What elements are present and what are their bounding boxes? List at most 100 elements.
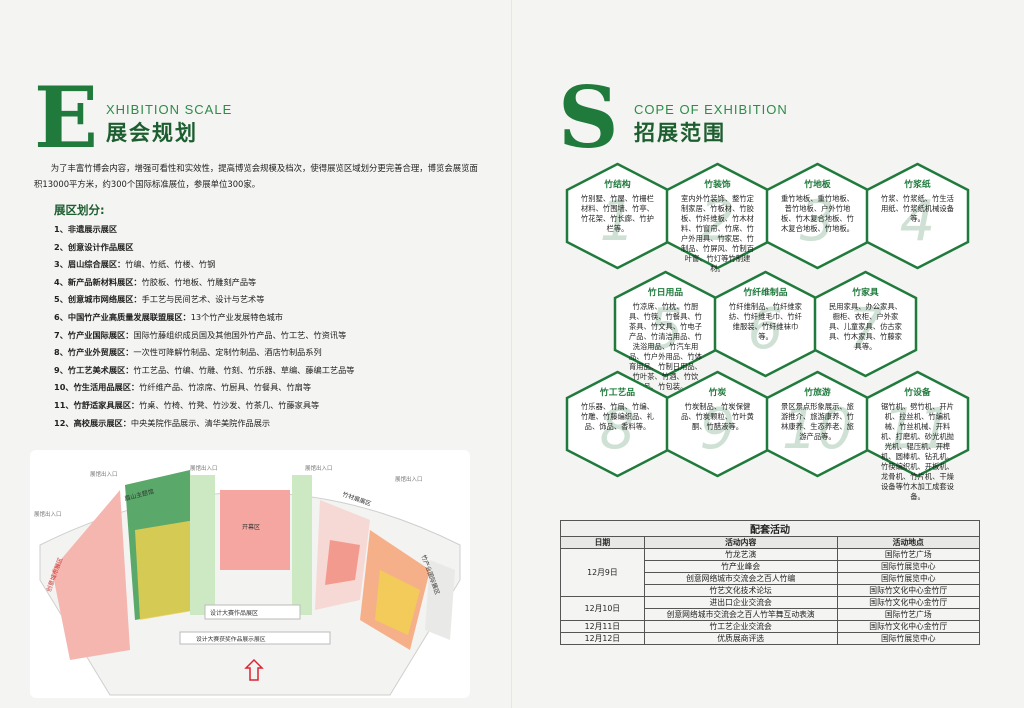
activity-location: 国际竹艺广场: [836, 548, 981, 561]
hex-title: 竹地板: [804, 180, 831, 190]
left-page: E XHIBITION SCALE 展会规划 为了丰富竹博会内容，增强可看性和实…: [30, 68, 478, 698]
hex-title: 竹日用品: [647, 288, 684, 298]
zone-name: 8、竹产业外贸展区：: [54, 347, 134, 358]
activity-content: 竹工艺企业交流会: [643, 620, 838, 633]
zone-item: 8、竹产业外贸展区：一次性可降解竹制品、定制竹制品、酒店竹制品系列: [54, 346, 322, 358]
zone-desc: 竹工艺品、竹编、竹雕、竹刻、竹乐器、草编、藤编工艺品等: [133, 364, 355, 375]
hex-number: 3: [799, 189, 836, 254]
activity-location: 国际竹文化中心金竹厅: [836, 584, 981, 597]
activity-location: 国际竹艺广场: [836, 608, 981, 621]
activity-row: 12月12日优质展商评选国际竹展览中心: [560, 632, 981, 645]
exhibition-scale-en: XHIBITION SCALE: [106, 102, 233, 117]
hex-title: 竹结构: [604, 180, 631, 190]
zone-desc: 竹编、竹纸、竹楼、竹钢: [125, 259, 216, 270]
map-label-entrance-4: 展馆出入口: [395, 477, 423, 483]
zone-item: 10、竹生活用品展区：竹纤维产品、竹凉席、竹厨具、竹餐具、竹扇等: [54, 381, 311, 393]
zone-name: 3、眉山综合展区：: [54, 259, 126, 270]
activity-date: 12月11日: [560, 620, 645, 633]
map-label-entrance-1: 展馆出入口: [90, 472, 118, 478]
map-label-design: 设计大赛作品展区: [210, 610, 259, 617]
zone-name: 10、竹生活用品展区：: [54, 382, 140, 393]
exhibition-scale-letter: E: [34, 68, 99, 167]
hex-title: 竹炭: [708, 388, 727, 398]
zone-desc: 一次性可降解竹制品、定制竹制品、酒店竹制品系列: [133, 347, 322, 358]
zone-name: 4、新产品新材料展区：: [54, 276, 142, 287]
hex-title: 竹浆纸: [904, 180, 931, 190]
hex-text: 竹浆、竹浆纸、竹生活用纸、竹浆纸机械设备等。: [881, 194, 954, 223]
activity-date: 12月12日: [560, 632, 645, 645]
zone-name: 6、中国竹产业高质量发展联盟展区：: [54, 312, 191, 322]
activity-content: 竹艺文化技术论坛: [643, 584, 838, 597]
zone-desc: 竹桌、竹椅、竹凳、竹沙发、竹茶几、竹藤家具等: [139, 400, 320, 410]
entrance-arrow-icon: [244, 658, 264, 681]
center-zone: [220, 490, 290, 570]
hex-number: 6: [747, 297, 784, 362]
hex-number: 8: [599, 397, 636, 462]
page-spine: [511, 0, 513, 708]
zone-item: 1、非遗展示展区: [54, 223, 117, 235]
zone-desc: 国际竹藤组织成员国及其他国外竹产品、竹工艺、竹资讯等: [133, 329, 347, 340]
hex-text: 竹凉席、竹枕、竹厨具、竹筷、竹餐具、竹茶具、竹文具、竹电子产品、竹清洁用品、竹洗…: [629, 302, 702, 391]
zone-desc: 竹纤维产品、竹凉席、竹厨具、竹餐具、竹扇等: [139, 382, 312, 393]
hex-title: 竹工艺品: [599, 388, 636, 398]
hex-title: 竹纤维制品: [743, 288, 788, 298]
activities-caption: 配套活动: [560, 520, 980, 537]
hex-title: 竹设备: [904, 388, 931, 398]
hex-number: 2: [699, 189, 736, 254]
header-content: 活动内容: [643, 536, 838, 549]
hex-number: 7: [847, 297, 884, 362]
hex-number: 10: [781, 397, 854, 462]
zone-item: 4、新产品新材料展区：竹胶板、竹地板、竹雕刻产品等: [54, 276, 256, 288]
hex-text: 竹别墅、竹屋、竹栅栏材料、竹围墙、竹亭、竹花架、竹长廊、竹护栏等。: [581, 194, 654, 233]
activities-table: 配套活动 日期 活动内容 活动地点 12月9日竹龙艺演国际竹艺广场竹产业峰会国际…: [560, 520, 981, 645]
hex-text: 竹乐器、竹扇、竹编、竹雕、竹藤编织品、礼品、饰品、香料等。: [581, 402, 654, 431]
hex-text: 景区景点形象展示、旅游推介、旅游康养、竹林康养、生态养老、旅游产品等。: [781, 402, 854, 441]
activity-content: 创意网络城市交流会之百人竹编: [643, 572, 838, 585]
zone-name: 5、创意城市网络展区：: [54, 294, 142, 305]
hex-number: 1: [599, 189, 636, 254]
activity-location: 国际竹展览中心: [836, 560, 981, 573]
scope-en: COPE OF EXHIBITION: [634, 102, 788, 117]
hex-title: 竹装饰: [704, 180, 731, 190]
zone-item: 12、高校展示展区：中央美院作品展示、清华美院作品展示: [54, 417, 270, 429]
hex-text: 民用家具、办公家具、橱柜、衣柜、户外家具、儿童家具、仿古家具、竹木家具、竹藤家具…: [829, 302, 902, 351]
zone-desc: 中央美院作品展示、清华美院作品展示: [130, 417, 271, 428]
hex-text: 竹炭制品、竹炭保健品、竹炭颗粒、竹叶黄酮、竹醋液等。: [681, 402, 754, 431]
zone-desc: 竹胶板、竹地板、竹雕刻产品等: [141, 276, 257, 287]
hex-title: 竹家具: [852, 288, 879, 298]
map-label-entrance-3: 展馆出入口: [305, 466, 333, 472]
zone-desc: 手工艺与民间艺术、设计与艺术等: [141, 294, 265, 305]
zone-item: 3、眉山综合展区：竹编、竹纸、竹楼、竹钢: [54, 258, 215, 270]
hex-title: 竹旅游: [804, 388, 831, 398]
intro-paragraph: 为了丰富竹博会内容，增强可看性和实效性，提高博览会规模及档次，使得展览区域划分更…: [34, 163, 478, 189]
zone-name: 12、高校展示展区：: [54, 417, 131, 428]
map-label-center: 开幕区: [242, 524, 261, 531]
zone-item: 9、竹工艺美术展区：竹工艺品、竹编、竹雕、竹刻、竹乐器、草编、藤编工艺品等: [54, 364, 354, 376]
map-label-entrance-5: 展馆出入口: [34, 512, 62, 518]
zone-item: 7、竹产业国际展区：国际竹藤组织成员国及其他国外竹产品、竹工艺、竹资讯等: [54, 329, 346, 341]
activity-content: 创意网络城市交流会之百人竹竿舞互动表演: [643, 608, 838, 621]
map-label-entrance-2: 展馆出入口: [190, 466, 218, 472]
activity-location: 国际竹文化中心金竹厅: [836, 596, 981, 609]
map-label-design2: 设计大赛获奖作品展示展区: [196, 637, 266, 643]
activity-date: 12月10日: [560, 596, 645, 621]
activity-row: 12月10日进出口企业交流会国际竹文化中心金竹厅: [560, 596, 981, 621]
activity-location: 国际竹展览中心: [836, 572, 981, 585]
zone-item: 11、竹舒适家具展区：竹桌、竹椅、竹凳、竹沙发、竹茶几、竹藤家具等: [54, 399, 319, 411]
hex-text: 重竹地板、重竹地板、普竹地板、户外竹地板、竹木复合地板、竹木复合地板、竹地板。: [781, 194, 854, 233]
zone-name: 2、创意设计作品展区: [54, 241, 134, 252]
hex-number: 9: [699, 397, 736, 462]
floor-plan-svg: [39, 470, 461, 696]
activity-content: 进出口企业交流会: [643, 596, 838, 609]
hex-text: 锯竹机、劈竹机、开片机、拉丝机、竹编机械、竹丝机械、开料机、打磨机、砂光机抛光机…: [881, 402, 954, 501]
activity-row: 12月11日竹工艺企业交流会国际竹文化中心金竹厅: [560, 620, 981, 633]
